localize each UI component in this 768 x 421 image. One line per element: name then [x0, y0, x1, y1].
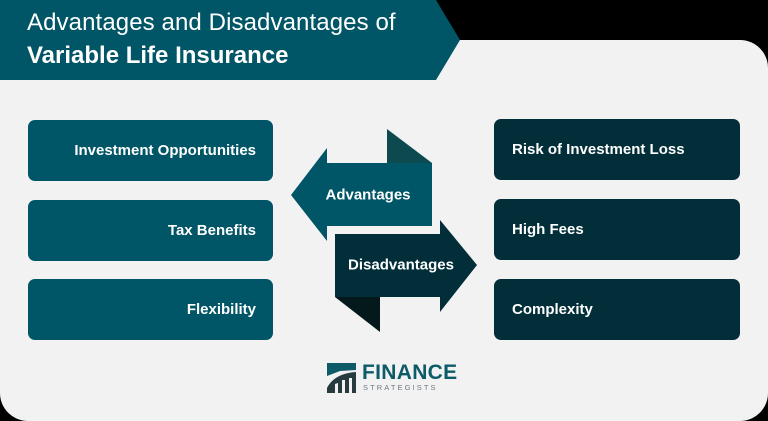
disadvantage-item-label: Complexity: [512, 301, 593, 318]
logo-secondary-text: STRATEGISTS: [363, 383, 438, 392]
disadvantages-arrow-label: Disadvantages: [348, 256, 454, 274]
advantage-item-label: Investment Opportunities: [74, 142, 256, 159]
logo-primary-text: FINANCE: [362, 361, 458, 384]
banner-shape: [0, 0, 460, 80]
title-banner: Advantages and Disadvantages of Variable…: [0, 0, 460, 80]
disadvantage-item-label: High Fees: [512, 221, 584, 238]
advantages-arrow-label: Advantages: [325, 186, 411, 204]
disadvantages-arrow-icon: [335, 220, 477, 332]
advantage-item: Investment Opportunities: [28, 120, 273, 181]
disadvantage-item: Risk of Investment Loss: [494, 119, 740, 180]
title-line-2: Variable Life Insurance: [27, 42, 289, 69]
logo-mark-icon: [327, 363, 356, 393]
disadvantage-item: High Fees: [494, 199, 740, 260]
advantage-item: Flexibility: [28, 279, 273, 340]
disadvantage-item: Complexity: [494, 279, 740, 340]
title-line-1: Advantages and Disadvantages of: [27, 9, 396, 36]
disadvantage-item-label: Risk of Investment Loss: [512, 141, 685, 158]
advantage-item-label: Flexibility: [186, 301, 256, 318]
advantage-item-label: Tax Benefits: [167, 222, 256, 239]
advantages-arrow-icon: [291, 129, 432, 241]
finance-strategists-logo: FINANCE STRATEGISTS: [326, 362, 457, 394]
advantage-item: Tax Benefits: [28, 200, 273, 261]
